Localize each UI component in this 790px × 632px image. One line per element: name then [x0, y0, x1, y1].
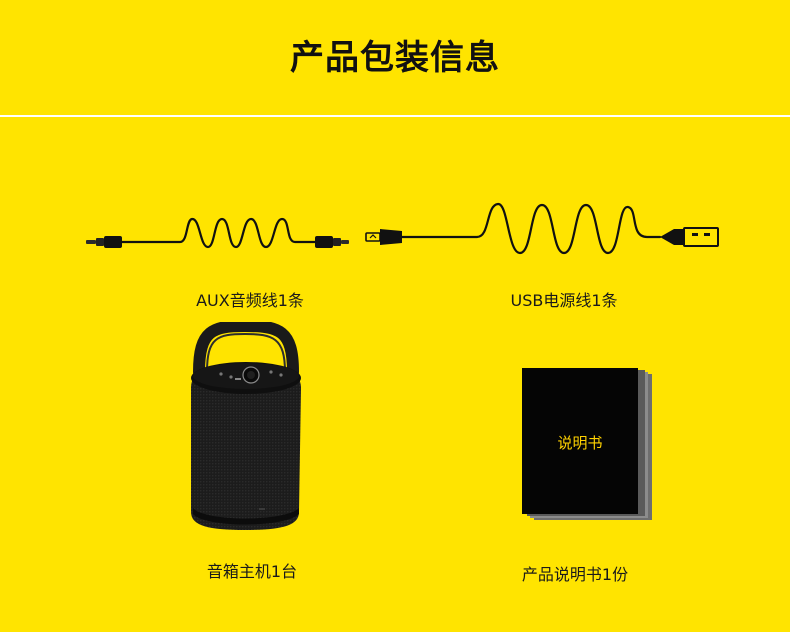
item-speaker: [185, 322, 305, 532]
item-usb-cable: [362, 195, 724, 265]
label-speaker: 音箱主机1台: [206, 562, 298, 581]
header: 产品包装信息: [0, 0, 790, 117]
usb-cable-icon: [365, 202, 719, 255]
speaker-icon: [191, 322, 301, 530]
label-manual: 产品说明书1份: [521, 565, 629, 584]
aux-cable-icon: [86, 217, 349, 249]
header-divider: [0, 115, 790, 117]
page-title: 产品包装信息: [290, 38, 500, 78]
label-usb-cable: USB电源线1条: [510, 291, 618, 310]
manual-icon: [522, 368, 652, 520]
label-aux-cable: AUX音频线1条: [196, 291, 304, 310]
item-aux-cable: [80, 205, 350, 265]
item-manual: 说明书: [520, 368, 655, 523]
manual-cover-text: 说明书: [557, 434, 603, 452]
